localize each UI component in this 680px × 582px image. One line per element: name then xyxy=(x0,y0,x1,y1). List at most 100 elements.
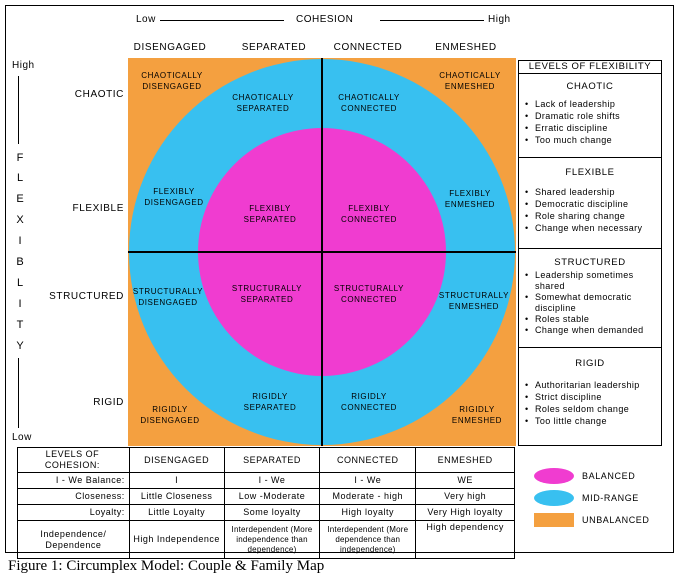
legend-label-unbalanced: UNBALANCED xyxy=(582,515,650,525)
table-cell: WE xyxy=(415,472,515,489)
list-item: Leadership sometimes shared xyxy=(525,270,661,292)
flexibility-letter: I xyxy=(18,298,22,310)
column-header-connected: CONNECTED xyxy=(333,42,403,53)
list-item: Democratic discipline xyxy=(525,198,661,210)
column-header-disengaged: DISENGAGED xyxy=(133,42,207,53)
flexibility-section-flexible: FLEXIBLE Shared leadership Democratic di… xyxy=(518,157,662,249)
table-row: Independence/ Dependence High Independen… xyxy=(17,520,515,559)
section-title: FLEXIBLE xyxy=(565,167,615,178)
list-item: Strict discipline xyxy=(525,391,661,403)
column-header-separated: SEPARATED xyxy=(241,42,307,53)
list-item: Dramatic role shifts xyxy=(525,110,661,122)
flexibility-letter: Y xyxy=(16,340,24,352)
table-cell: Very high xyxy=(415,488,515,505)
table-cell: Interdependent (More independence than d… xyxy=(223,520,321,559)
table-header-cell: ENMESHED xyxy=(415,447,515,473)
flexibility-axis-line-bottom xyxy=(18,358,19,428)
table-cell: Moderate - high xyxy=(319,488,417,505)
section-title: CHAOTIC xyxy=(566,81,614,92)
figure-caption: Figure 1: Circumplex Model: Couple & Fam… xyxy=(8,558,325,574)
table-cell: Some loyalty xyxy=(223,504,321,521)
list-item: Erratic discipline xyxy=(525,122,661,134)
flexibility-letter: L xyxy=(16,172,24,184)
flexibility-letter: E xyxy=(16,193,24,205)
legend-label-balanced: BALANCED xyxy=(582,471,636,481)
list-item: Lack of leadership xyxy=(525,98,661,110)
flexibility-section-rigid: RIGID Authoritarian leadership Strict di… xyxy=(518,347,662,446)
row-header-rigid: RIGID xyxy=(93,397,124,408)
list-item: Change when necessary xyxy=(525,222,661,234)
list-item: Shared leadership xyxy=(525,186,661,198)
section-title: RIGID xyxy=(575,358,605,369)
flexibility-section-chaotic: CHAOTIC Lack of leadership Dramatic role… xyxy=(518,73,662,158)
legend-label-mid-range: MID-RANGE xyxy=(582,493,639,503)
table-row: I - We Balance: I I - We I - We WE xyxy=(17,472,515,489)
list-item: Change when demanded xyxy=(525,325,661,336)
table-header-cell: SEPARATED xyxy=(223,447,321,473)
row-label: I - We Balance: xyxy=(17,472,130,489)
list-item: Too little change xyxy=(525,415,661,427)
cohesion-low-label: Low xyxy=(136,14,156,25)
row-header-flexible: FLEXIBLE xyxy=(72,203,124,214)
table-cell: High dependency xyxy=(415,520,515,559)
table-cell: I - We xyxy=(319,472,417,489)
table-row: Loyalty: Little Loyalty Some loyalty Hig… xyxy=(17,504,515,521)
cohesion-high-label: High xyxy=(488,14,511,25)
table-cell: I xyxy=(128,472,225,489)
table-cell: Little Loyalty xyxy=(128,504,225,521)
flexibility-high-label: High xyxy=(12,60,35,71)
flexibility-section-structured: STRUCTURED Leadership sometimes shared S… xyxy=(518,248,662,348)
flexibility-axis-line-top xyxy=(18,76,19,144)
levels-of-flexibility-title: LEVELS OF FLEXIBILITY xyxy=(528,61,652,72)
table-cell: High Independence xyxy=(128,520,225,559)
table-cell: Very High loyalty xyxy=(415,504,515,521)
list-item: Somewhat democratic discipline xyxy=(525,292,661,314)
circumplex-map xyxy=(128,58,516,446)
cohesion-axis-title: COHESION xyxy=(296,14,354,25)
list-item: Role sharing change xyxy=(525,210,661,222)
row-label: Closeness: xyxy=(17,488,130,505)
list-item: Authoritarian leadership xyxy=(525,379,661,391)
legend-swatch-mid-range xyxy=(534,490,574,506)
flexibility-letter: F xyxy=(16,152,24,164)
table-header-row: LEVELS OF COHESION: DISENGAGED SEPARATED… xyxy=(17,447,515,473)
flexibility-low-label: Low xyxy=(12,432,32,443)
list-item: Too much change xyxy=(525,134,661,146)
list-item: Roles seldom change xyxy=(525,403,661,415)
levels-of-flexibility-title-box: LEVELS OF FLEXIBILITY xyxy=(518,60,662,73)
legend-swatch-balanced xyxy=(534,468,574,484)
flexibility-letter: B xyxy=(16,256,24,268)
flexibility-letter: L xyxy=(16,277,24,289)
table-cell: Low -Moderate xyxy=(223,488,321,505)
flexibility-letter: I xyxy=(18,235,22,247)
table-header-cell: DISENGAGED xyxy=(128,447,225,473)
column-header-enmeshed: ENMESHED xyxy=(435,42,497,53)
cohesion-axis-line xyxy=(160,20,484,21)
legend-swatch-unbalanced xyxy=(534,513,574,527)
row-label: Independence/ Dependence xyxy=(17,520,130,559)
table-cell: I - We xyxy=(223,472,321,489)
table-header-label: LEVELS OF COHESION: xyxy=(17,447,130,473)
table-cell: Little Closeness xyxy=(128,488,225,505)
table-row: Closeness: Little Closeness Low -Moderat… xyxy=(17,488,515,505)
row-header-structured: STRUCTURED xyxy=(49,291,124,302)
row-header-chaotic: CHAOTIC xyxy=(74,89,124,100)
table-cell: Interdependent (More dependence than ind… xyxy=(319,520,417,559)
flexibility-letter: T xyxy=(16,319,24,331)
section-title: STRUCTURED xyxy=(554,257,626,268)
